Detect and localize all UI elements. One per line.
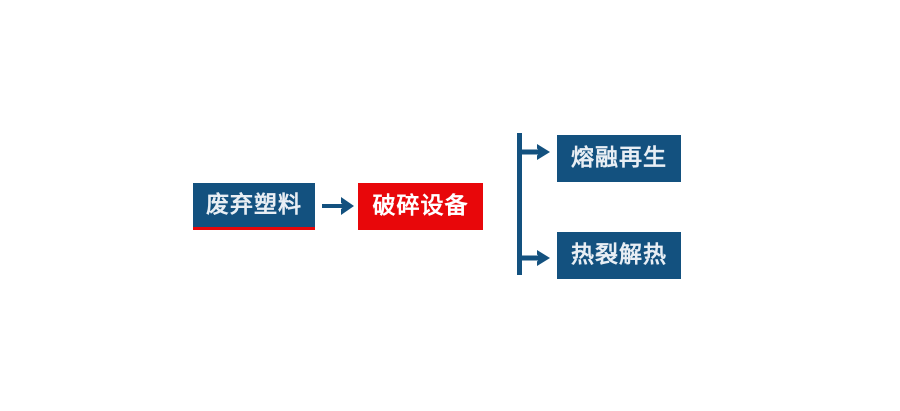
node-process-crusher[interactable]: 破碎设备: [358, 183, 483, 230]
node-output-1-label: 熔融再生: [571, 145, 667, 171]
branch-connector-bracket: [505, 126, 561, 284]
arrow-right-icon: [321, 192, 355, 220]
node-process-label: 破碎设备: [372, 193, 469, 219]
node-input-label: 废弃塑料: [206, 191, 302, 218]
node-input-waste-plastic[interactable]: 废弃塑料: [193, 183, 315, 230]
node-output-pyrolysis[interactable]: 热裂解热: [557, 232, 681, 279]
node-output-2-label: 热裂解热: [571, 242, 667, 268]
node-output-melt-regeneration[interactable]: 熔融再生: [557, 135, 681, 182]
